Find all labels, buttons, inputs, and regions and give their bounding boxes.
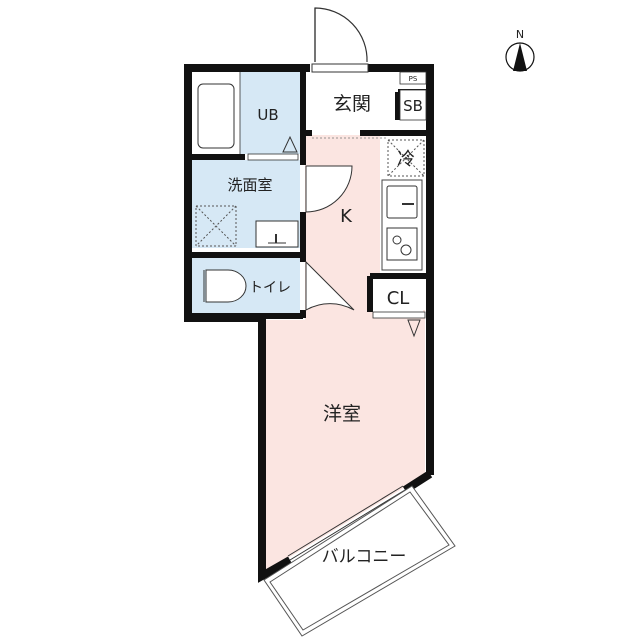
svg-text:N: N [516, 28, 524, 41]
bathtub-icon [197, 83, 235, 149]
toilet-icon [205, 269, 247, 303]
ub-label: UB [257, 106, 278, 124]
kitchen-area [260, 135, 425, 575]
ps-label: PS [409, 75, 418, 83]
washroom-door[interactable] [305, 165, 353, 213]
washroom-label: 洗面室 [227, 176, 272, 194]
entrance-label: 玄関 [333, 93, 371, 115]
kitchen-sink-icon [386, 185, 418, 219]
toilet-label: トイレ [249, 280, 291, 296]
refrigerator-label: 冷 [397, 149, 415, 170]
balcony-label: バルコニー [322, 547, 407, 567]
unit-bath-area [240, 72, 300, 154]
compass-icon: N [505, 28, 535, 72]
toilet-door[interactable] [305, 260, 355, 311]
kitchen-label: K [340, 206, 353, 227]
balcony-area [263, 485, 456, 637]
stove-icon [386, 227, 418, 261]
sb-label: SB [403, 97, 423, 115]
entrance-door[interactable] [314, 7, 368, 63]
western-room-label: 洋室 [323, 403, 361, 425]
closet-label: CL [387, 288, 410, 309]
refrigerator-space [387, 139, 425, 177]
